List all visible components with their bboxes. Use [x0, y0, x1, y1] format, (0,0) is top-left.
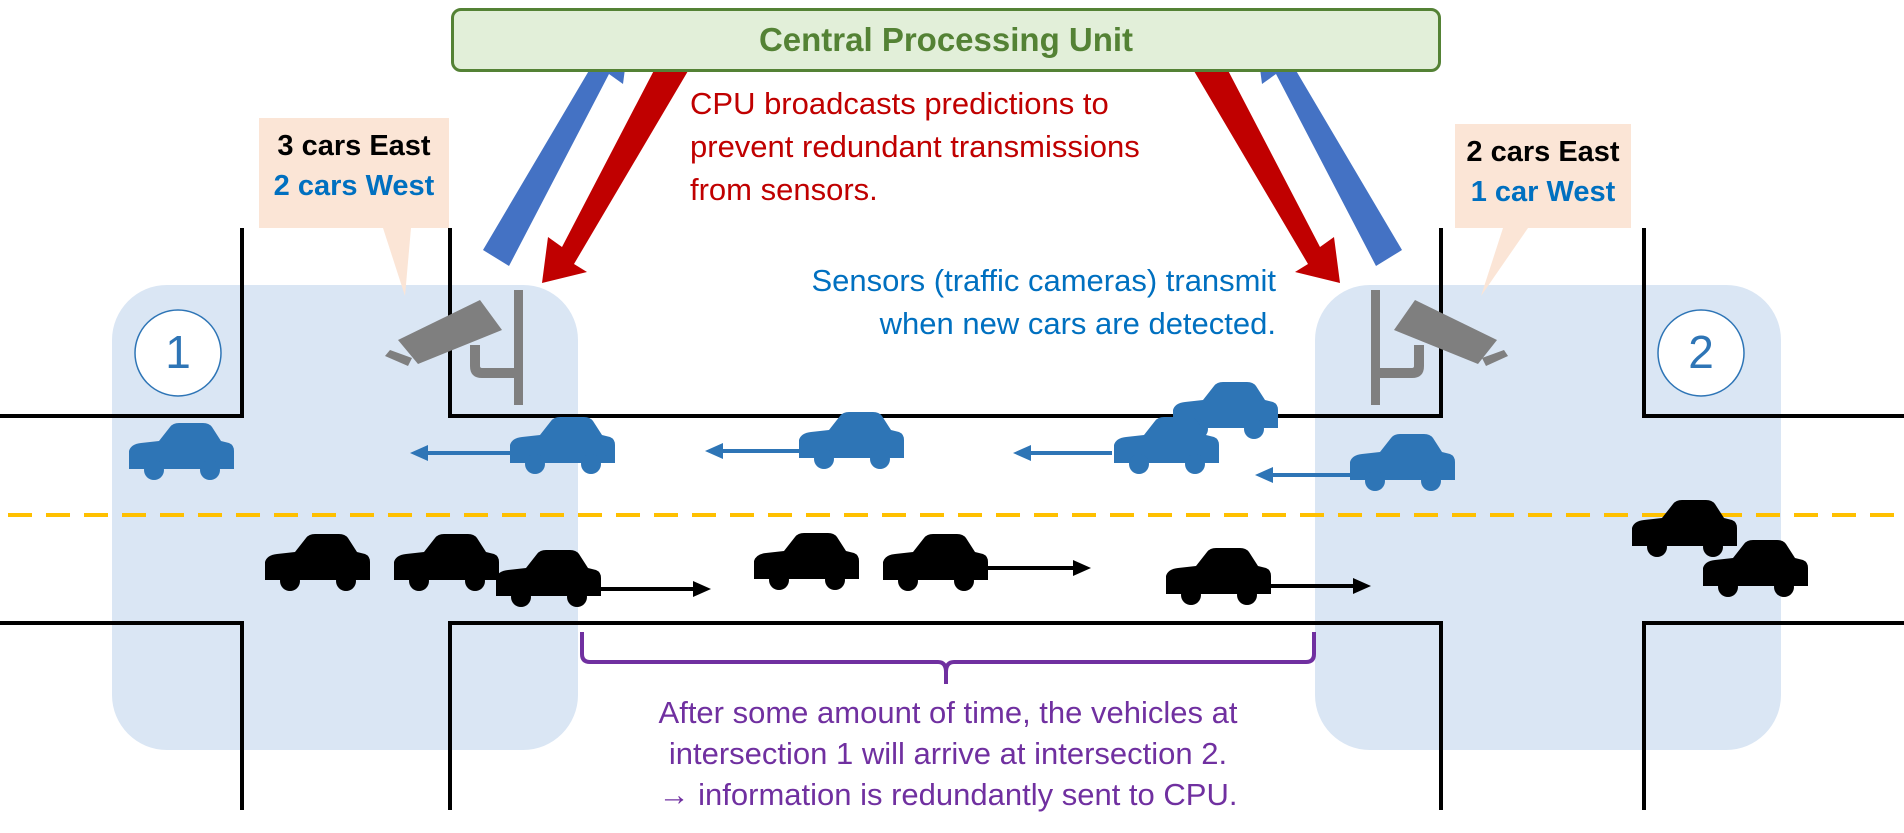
cpu-broadcast-line: prevent redundant transmissions	[690, 129, 1140, 164]
intersection-marker-1	[134, 309, 222, 397]
redundancy-line: → information is redundantly sent to CPU…	[658, 777, 1238, 812]
cpu-title: Central Processing Unit	[758, 21, 1134, 58]
curly-brace	[580, 632, 1316, 684]
redundancy-line: After some amount of time, the vehicles …	[658, 695, 1238, 730]
cpu-box: Central Processing Unit	[451, 8, 1441, 72]
callout-pointer-2	[1481, 228, 1528, 296]
callout-pointer-1	[383, 228, 411, 296]
callout-1-east: 3 cars East	[277, 130, 431, 162]
intersection-2-callout: 2 cars East 1 car West	[1455, 124, 1631, 228]
cpu-broadcast-note: CPU broadcasts predictions to prevent re…	[690, 82, 1140, 211]
car-icon	[799, 412, 904, 469]
intersection-1-callout: 3 cars East 2 cars West	[259, 118, 449, 228]
direction-arrow	[410, 443, 1371, 597]
down-arrow	[542, 55, 1340, 283]
redundancy-line: intersection 1 will arrive at intersecti…	[668, 736, 1228, 771]
sensors-transmit-line: when new cars are detected.	[879, 306, 1276, 341]
car-icon	[754, 533, 859, 590]
intersection-number-1: 1	[165, 326, 191, 378]
intersection-marker-2	[1657, 309, 1745, 397]
callout-2-west: 1 car West	[1470, 176, 1616, 208]
traffic-camera-icon	[1371, 290, 1508, 405]
traffic-camera-icon	[385, 290, 523, 405]
sensors-transmit-note: Sensors (traffic cameras) transmit when …	[811, 259, 1276, 345]
sensors-transmit-line: Sensors (traffic cameras) transmit	[811, 263, 1276, 298]
cpu-broadcast-line: from sensors.	[690, 172, 878, 207]
cpu-broadcast-line: CPU broadcasts predictions to	[690, 86, 1109, 121]
intersection-number-2: 2	[1688, 326, 1714, 378]
up-arrow	[483, 38, 1402, 266]
callout-1-west: 2 cars West	[273, 170, 435, 202]
car-icon	[883, 534, 988, 591]
car-icon	[1166, 548, 1271, 605]
intersection-zone-2	[1315, 285, 1781, 750]
callout-2-east: 2 cars East	[1466, 136, 1620, 168]
intersection-zone-1	[112, 285, 578, 750]
redundancy-note: After some amount of time, the vehicles …	[560, 692, 1336, 815]
